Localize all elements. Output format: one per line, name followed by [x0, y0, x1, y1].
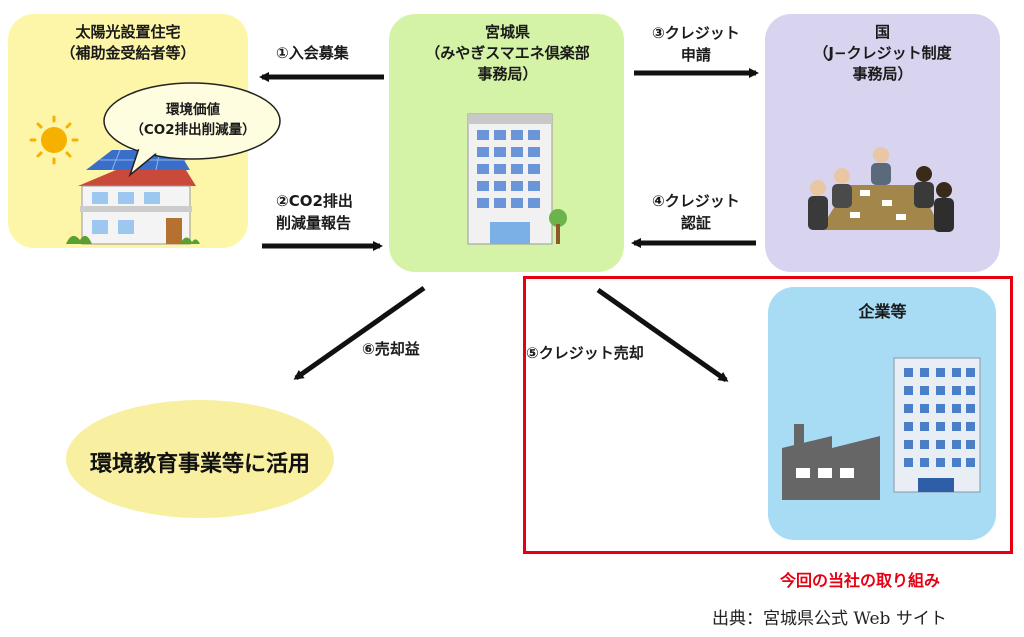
prefecture-building-icon — [467, 113, 567, 245]
environmental-value-bubble — [103, 82, 281, 178]
arrow-5-label: ⑤クレジット売却 — [526, 344, 644, 362]
arrow-4-label: ④クレジット 認証 — [652, 192, 740, 232]
arrow-6-label: ⑥売却益 — [362, 340, 420, 358]
arrow-2-label: ②CO2排出 削減量報告 — [276, 192, 353, 232]
highlight-frame — [523, 276, 1013, 554]
sun-icon — [29, 115, 79, 165]
meeting-icon — [808, 147, 954, 232]
outcome-oval — [66, 400, 334, 518]
country-title: 国 （J−クレジット制度 事務局） — [813, 23, 952, 83]
arrow-6-proceeds — [293, 285, 426, 381]
outcome-text: 環境教育事業等に活用 — [89, 452, 310, 477]
solar-home-title: 太陽光設置住宅 （補助金受給者等） — [60, 23, 196, 62]
arrow-5-sell — [596, 287, 729, 383]
arrow-1-label: ①入会募集 — [276, 44, 349, 62]
company-title: 企業等 — [858, 302, 907, 321]
company-facility-icon — [782, 357, 981, 500]
highlight-caption: 今回の当社の取り組み — [780, 571, 941, 590]
source-credit: 出典：宮城県公式 Web サイト — [712, 609, 947, 629]
environmental-value-text: 環境価値 （CO2排出削減量） — [130, 102, 256, 138]
arrow-3-label: ③クレジット 申請 — [652, 24, 740, 64]
miyagi-title: 宮城県 （みやぎスマエネ倶楽部 事務局） — [425, 23, 590, 83]
